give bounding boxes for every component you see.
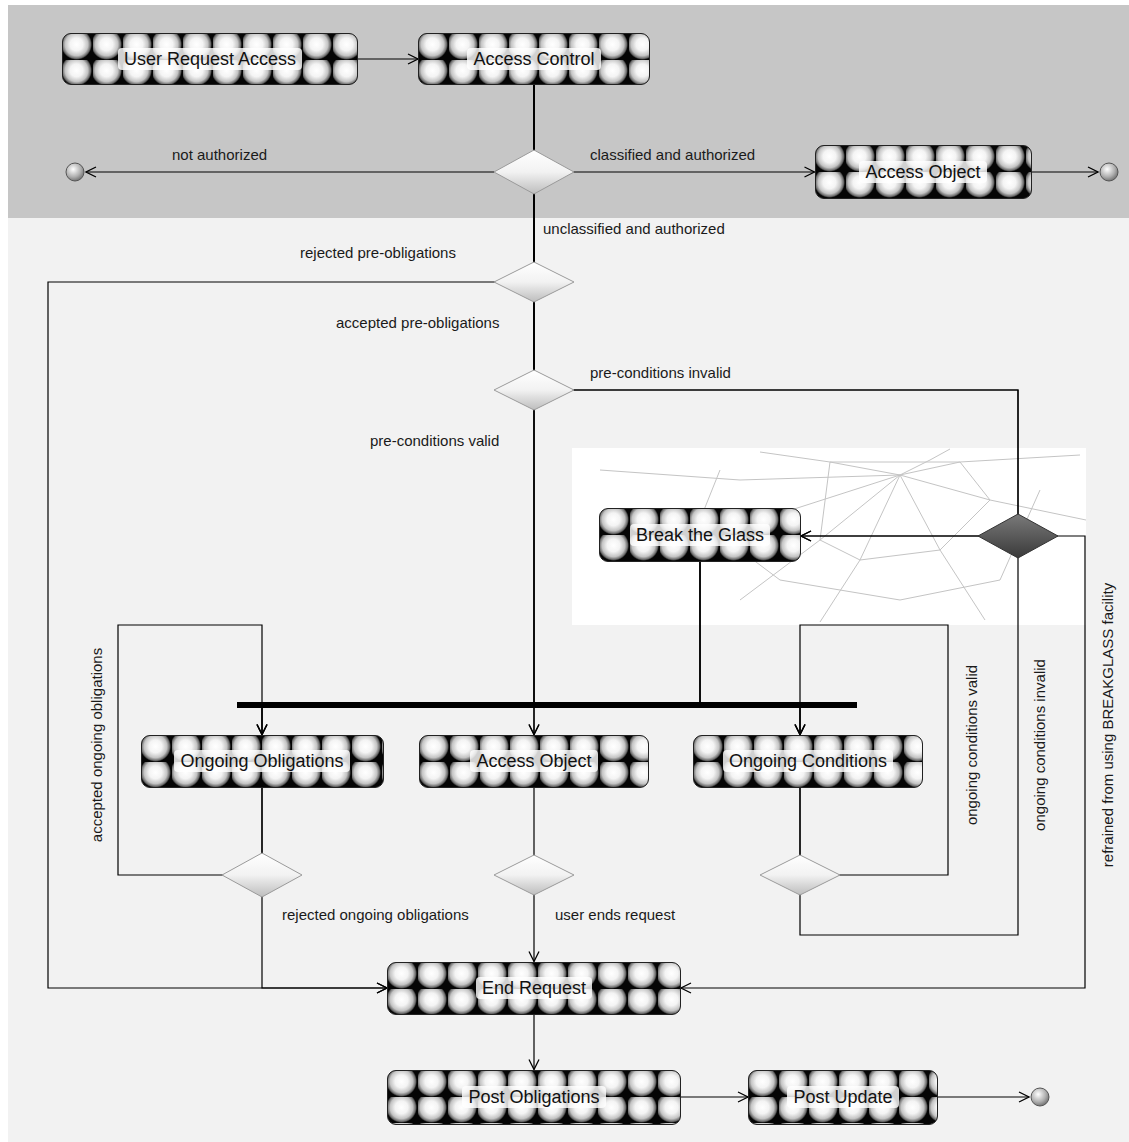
decision-diamond <box>494 370 574 410</box>
connector <box>48 85 534 988</box>
process-box: Access Object <box>815 145 1032 199</box>
decision-diamond <box>760 855 840 895</box>
connector <box>533 1015 534 1070</box>
node-text: Ongoing Conditions <box>723 750 893 772</box>
node-text: Post Update <box>787 1086 898 1108</box>
gray-band <box>8 5 1129 218</box>
process-box: Break the Glass <box>599 508 801 562</box>
process-box: Post Update <box>748 1070 938 1125</box>
connector <box>358 58 418 59</box>
node-text: Access Control <box>467 48 600 70</box>
edge-label: ongoing conditions invalid <box>1031 659 1049 831</box>
decision-diamond <box>494 262 574 302</box>
edge-label: ongoing conditions valid <box>963 665 981 825</box>
connector <box>534 85 815 172</box>
final-node <box>66 163 84 181</box>
decision-diamond <box>494 150 574 194</box>
page-ground <box>8 5 1129 1142</box>
edge-label: pre-conditions invalid <box>590 364 731 382</box>
flow-line <box>1032 171 1098 172</box>
connector <box>681 1096 748 1097</box>
process-box: User Request Access <box>62 33 358 85</box>
guard-label: not authorized <box>172 146 267 164</box>
decision-diamond <box>494 855 574 895</box>
connector <box>262 562 700 735</box>
process-box: Ongoing Conditions <box>693 735 923 788</box>
edge-label: refrained from using BREAKGLASS facility <box>1099 583 1117 867</box>
decision-diamond <box>978 514 1058 558</box>
guard-label: accepted pre-obligations <box>336 314 499 332</box>
connector <box>262 85 534 735</box>
edge-label: user ends request <box>555 906 675 924</box>
flow-line <box>938 1096 1029 1097</box>
node-text: Post Obligations <box>462 1086 605 1108</box>
edge-label: accepted ongoing obligations <box>88 648 106 842</box>
guard-label: unclassified and authorized <box>543 220 725 238</box>
connector <box>700 562 800 735</box>
edge-label: pre-conditions valid <box>370 432 499 450</box>
edge-label: classified and authorized <box>590 146 755 164</box>
connector <box>262 788 387 989</box>
connector <box>534 85 800 735</box>
final-node <box>1100 163 1118 181</box>
node-text: End Request <box>476 977 592 999</box>
fork-bar <box>237 702 857 708</box>
process-box: Post Obligations <box>387 1070 681 1125</box>
decision-diamond <box>222 853 302 897</box>
node-text: Break the Glass <box>630 524 770 546</box>
edge-label: rejected ongoing obligations <box>282 906 469 924</box>
process-box: Access Object <box>419 735 649 788</box>
process-box: End Request <box>387 962 681 1015</box>
process-box: Ongoing Obligations <box>141 735 384 788</box>
connector <box>534 562 700 735</box>
node-text: Access Object <box>859 161 986 183</box>
node-text: Access Object <box>470 750 597 772</box>
node-text: Ongoing Obligations <box>174 750 349 772</box>
node-text: User Request Access <box>118 48 302 70</box>
connector <box>534 85 1085 988</box>
flow-line <box>86 171 494 172</box>
process-box: Access Control <box>418 33 650 85</box>
edge-label: rejected pre-obligations <box>300 244 456 262</box>
final-node <box>1031 1088 1049 1106</box>
